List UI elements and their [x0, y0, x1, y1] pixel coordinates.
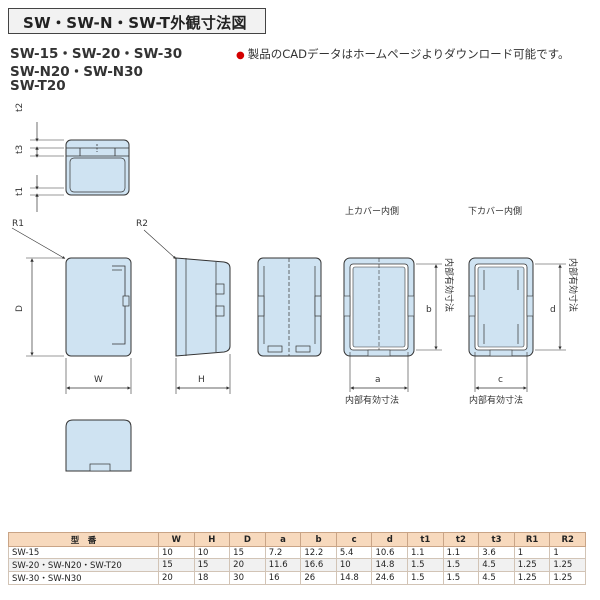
- table-cell: 1.5: [442, 558, 480, 572]
- spec-table: 型 番 W H D a b c d t1 t2 t3 R1 R2 SW-15 1…: [8, 532, 586, 585]
- table-cell: 24.6: [371, 571, 409, 585]
- column-header: b: [300, 532, 337, 547]
- table-cell: 1.5: [442, 571, 480, 585]
- page-title: SW・SW-N・SW-T外観寸法図: [23, 14, 247, 32]
- table-cell: 1: [549, 546, 586, 559]
- table-cell: SW-30・SW-N30: [8, 571, 159, 585]
- table-cell: 1.25: [549, 571, 586, 585]
- table-cell: 1.5: [407, 571, 444, 585]
- table-cell: 1.1: [407, 546, 444, 559]
- table-cell: 15: [229, 546, 266, 559]
- dimension-diagram: t2 t3 t1 R1 D W R2 H: [11, 103, 579, 472]
- table-cell: 16.6: [300, 558, 337, 572]
- table-cell: 3.6: [478, 546, 515, 559]
- upper-cover-inner-view: 上カバー内側 b 内部有効寸法 a 内部有効寸法: [343, 205, 455, 406]
- r1-label: R1: [12, 219, 24, 229]
- column-header: t2: [442, 532, 480, 547]
- t1-label: t1: [15, 187, 25, 196]
- c-dimension-label: c: [498, 375, 503, 385]
- table-cell: 14.8: [335, 571, 373, 585]
- table-cell: 20: [229, 558, 266, 572]
- side-view: R2 H: [136, 219, 231, 394]
- table-cell: 1: [513, 546, 551, 559]
- lower-effective-vertical-label: 内部有効寸法: [567, 258, 579, 312]
- column-header: a: [264, 532, 302, 547]
- table-cell: 4.5: [478, 571, 515, 585]
- table-header-row: 型 番 W H D a b c d t1 t2 t3 R1 R2: [8, 532, 586, 547]
- upper-cover-label: 上カバー内側: [345, 205, 399, 217]
- table-cell: 5.4: [335, 546, 373, 559]
- table-cell: 30: [229, 571, 266, 585]
- lower-cover-inner-view: 下カバー内側 d 内部有効寸法 c 内部有効寸法: [468, 205, 579, 406]
- table-cell: 20: [158, 571, 195, 585]
- column-header: 型 番: [8, 532, 159, 547]
- title-box: SW・SW-N・SW-T外観寸法図: [8, 8, 266, 34]
- table-cell: 18: [193, 571, 231, 585]
- table-cell: 10.6: [371, 546, 409, 559]
- table-cell: 1.5: [407, 558, 444, 572]
- w-dimension-label: W: [94, 375, 103, 385]
- lower-cover-label: 下カバー内側: [468, 205, 522, 217]
- table-cell: 15: [193, 558, 231, 572]
- table-cell: 1.25: [549, 558, 586, 572]
- t2-label: t2: [15, 103, 25, 112]
- table-cell: 11.6: [264, 558, 302, 572]
- bottom-view: [65, 419, 132, 472]
- table-cell: 7.2: [264, 546, 302, 559]
- table-cell: 1.1: [442, 546, 480, 559]
- column-header: t3: [478, 532, 515, 547]
- table-cell: 14.8: [371, 558, 409, 572]
- column-header: d: [371, 532, 409, 547]
- table-cell: 10: [158, 546, 195, 559]
- cad-note-text: 製品のCADデータはホームページよりダウンロード可能です。: [247, 47, 570, 61]
- table-row: SW-20・SW-N20・SW-T20 15 15 20 11.6 16.6 1…: [8, 558, 586, 572]
- table-row: SW-15 10 10 15 7.2 12.2 5.4 10.6 1.1 1.1…: [8, 546, 586, 559]
- table-cell: 4.5: [478, 558, 515, 572]
- column-header: H: [193, 532, 231, 547]
- column-header: D: [229, 532, 266, 547]
- table-row: SW-30・SW-N30 20 18 30 16 26 14.8 24.6 1.…: [8, 571, 586, 585]
- back-view: [257, 257, 322, 357]
- table-cell: 1.25: [513, 571, 551, 585]
- r2-label: R2: [136, 219, 148, 229]
- table-cell: 10: [193, 546, 231, 559]
- d-dimension-label: D: [15, 305, 25, 312]
- column-header: t1: [407, 532, 444, 547]
- h-dimension-label: H: [198, 375, 205, 385]
- cad-note: ●製品のCADデータはホームページよりダウンロード可能です。: [236, 46, 570, 62]
- front-view: R1 D W: [11, 219, 132, 394]
- table-cell: SW-20・SW-N20・SW-T20: [8, 558, 159, 572]
- d-inner-dimension-label: d: [550, 305, 556, 315]
- model-line-2: SW-N20・SW-N30: [10, 64, 143, 80]
- table-cell: 10: [335, 558, 373, 572]
- table-cell: 26: [300, 571, 337, 585]
- bullet-icon: ●: [236, 50, 245, 61]
- upper-effective-label: 内部有効寸法: [345, 394, 399, 406]
- b-dimension-label: b: [426, 305, 432, 315]
- lower-effective-label: 内部有効寸法: [469, 394, 523, 406]
- t3-label: t3: [15, 145, 25, 154]
- model-line-1: SW-15・SW-20・SW-30: [10, 46, 183, 62]
- table-cell: SW-15: [8, 546, 159, 559]
- upper-effective-vertical-label: 内部有効寸法: [443, 258, 455, 312]
- column-header: R1: [513, 532, 551, 547]
- side-profile-view: t2 t3 t1: [15, 103, 130, 212]
- table-cell: 12.2: [300, 546, 337, 559]
- a-dimension-label: a: [375, 375, 381, 385]
- table-cell: 1.25: [513, 558, 551, 572]
- column-header: c: [335, 532, 373, 547]
- table-cell: 16: [264, 571, 302, 585]
- table-cell: 15: [158, 558, 195, 572]
- column-header: W: [158, 532, 195, 547]
- column-header: R2: [549, 532, 586, 547]
- model-line-3: SW-T20: [10, 78, 66, 94]
